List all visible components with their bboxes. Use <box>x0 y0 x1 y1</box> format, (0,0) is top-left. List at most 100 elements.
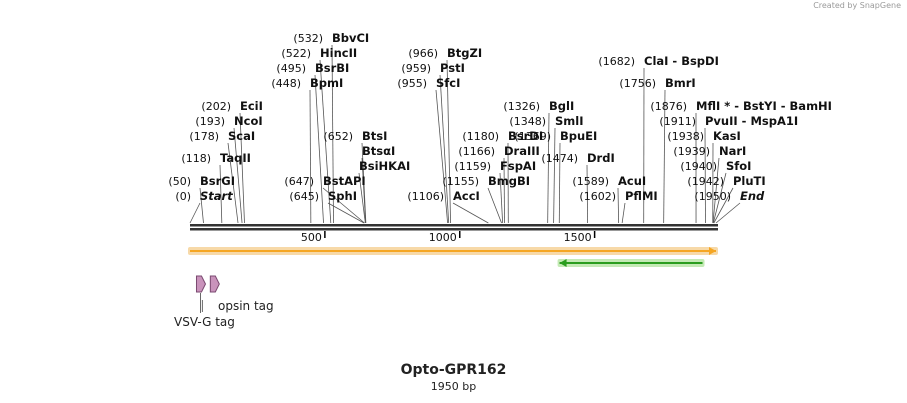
site-leader-line <box>239 112 245 224</box>
site-leader-line <box>663 89 666 224</box>
site-name: BstAPI <box>323 174 366 188</box>
site-position: (1911) <box>659 115 696 128</box>
site-name: BbvCI <box>332 31 369 45</box>
site-name: BsiHKAI <box>359 159 410 173</box>
site-leader-line <box>319 59 332 224</box>
site-name: DraIII <box>504 144 540 158</box>
site-name: ClaI - BspDI <box>644 54 719 68</box>
site-name: PstI <box>440 61 465 75</box>
site-position: (118) <box>181 152 211 165</box>
site-leader-line <box>713 187 734 224</box>
site-name: SfcI <box>436 76 460 90</box>
site-leader-line <box>189 202 201 224</box>
site-name: NcoI <box>234 114 263 128</box>
site-position: (1474) <box>541 152 578 165</box>
tag-label: opsin tag <box>218 299 274 313</box>
site-leader-line <box>233 127 243 224</box>
site-name: FspAI <box>500 159 536 173</box>
site-name: AcuI <box>618 174 646 188</box>
site-leader-line <box>586 164 589 224</box>
site-name: BsrDI <box>508 129 543 143</box>
site-leader-line <box>227 142 239 224</box>
site-name: PvuII - MspA1I <box>705 114 798 128</box>
site-position: (1602) <box>579 190 616 203</box>
site-position: (1942) <box>687 175 724 188</box>
ruler-label: 500 <box>301 231 322 244</box>
site-position: (1155) <box>442 175 479 188</box>
snapgene-brand: Created by SnapGene <box>813 1 901 10</box>
site-position: (1682) <box>598 55 635 68</box>
site-name: SfoI <box>726 159 751 173</box>
site-position: (1159) <box>454 160 491 173</box>
site-position: (532) <box>293 32 323 45</box>
site-leader-line <box>558 142 561 224</box>
site-leader-line <box>715 202 741 224</box>
site-position: (1180) <box>462 130 499 143</box>
site-name: BsrBI <box>315 61 349 75</box>
site-leader-line <box>439 74 450 224</box>
site-name: HincII <box>320 46 357 60</box>
site-leader-line <box>322 187 365 224</box>
site-leader-line <box>358 172 366 224</box>
site-leader-line <box>327 202 365 224</box>
site-leader-line <box>553 127 556 224</box>
site-position: (202) <box>201 100 231 113</box>
backbone-bottom-strand <box>190 228 718 231</box>
site-position: (966) <box>408 47 438 60</box>
site-position: (1589) <box>572 175 609 188</box>
site-position: (652) <box>323 130 353 143</box>
ruler-label: 1500 <box>564 231 592 244</box>
site-leader-line <box>309 89 312 224</box>
site-leader-line <box>199 187 204 224</box>
site-leader-line <box>452 202 489 224</box>
site-position: (645) <box>289 190 319 203</box>
feature-arrow-head <box>559 259 567 267</box>
ruler: 500 1000 1500 <box>301 231 596 244</box>
site-name: End <box>740 189 765 203</box>
site-position: (1938) <box>667 130 704 143</box>
site-position: (955) <box>397 77 427 90</box>
site-position: (448) <box>271 77 301 90</box>
site-position: (178) <box>189 130 219 143</box>
ruler-label: 1000 <box>429 231 457 244</box>
site-leader-line <box>331 44 334 224</box>
site-leader-line <box>503 157 505 224</box>
tag-feature-arrow <box>195 275 207 293</box>
site-position: (1326) <box>503 100 540 113</box>
sequence-backbone <box>190 224 718 231</box>
site-name: KasI <box>713 129 741 143</box>
feature-arrow-head <box>709 247 716 255</box>
site-name: SphI <box>328 189 357 203</box>
map-length: 1950 bp <box>430 380 477 393</box>
site-name: TaqII <box>220 151 251 165</box>
site-leader-line <box>314 74 324 224</box>
site-name: AccI <box>453 189 480 203</box>
site-name: SmlI <box>555 114 584 128</box>
site-position: (50) <box>168 175 191 188</box>
site-leader-line <box>499 172 504 224</box>
site-name: NarI <box>719 144 746 158</box>
site-leader-line <box>361 142 367 224</box>
site-leader-line <box>621 202 626 224</box>
site-name: BglI <box>549 99 574 113</box>
site-name: BtgZI <box>447 46 482 60</box>
backbone-top-strand <box>190 224 718 227</box>
site-position: (1939) <box>673 145 710 158</box>
site-name: BpmI <box>310 76 343 90</box>
site-leader-line <box>446 59 451 224</box>
site-name: BtsI <box>362 129 387 143</box>
site-name: ScaI <box>228 129 255 143</box>
site-name: DrdI <box>587 151 615 165</box>
site-leader-lines <box>189 44 741 224</box>
site-position: (1166) <box>458 145 495 158</box>
site-leader-line <box>219 164 223 224</box>
site-position: (1940) <box>680 160 717 173</box>
site-leader-line <box>487 187 502 224</box>
site-position: (647) <box>284 175 314 188</box>
site-position: (1756) <box>619 77 656 90</box>
site-position: (495) <box>276 62 306 75</box>
site-position: (1348) <box>509 115 546 128</box>
site-position: (1950) <box>694 190 731 203</box>
